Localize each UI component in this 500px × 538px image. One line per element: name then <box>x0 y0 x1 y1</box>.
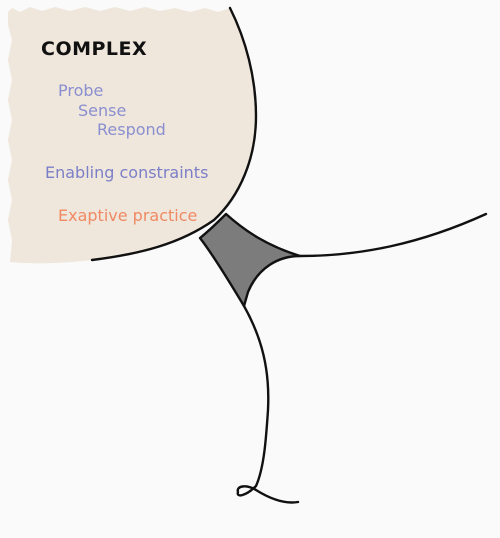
complex-boundary-line <box>90 6 258 262</box>
upper-right-boundary-line <box>298 212 488 258</box>
domain-title: COMPLEX <box>41 38 148 60</box>
practice-label: Exaptive practice <box>58 206 198 225</box>
method-step-sense: Sense <box>78 101 127 120</box>
lower-boundary-line <box>236 304 300 504</box>
complex-domain-panel <box>8 7 256 264</box>
method-step-probe: Probe <box>58 81 104 100</box>
disorder-center <box>198 212 302 308</box>
constraints-label: Enabling constraints <box>45 163 209 182</box>
method-step-respond: Respond <box>97 120 166 139</box>
